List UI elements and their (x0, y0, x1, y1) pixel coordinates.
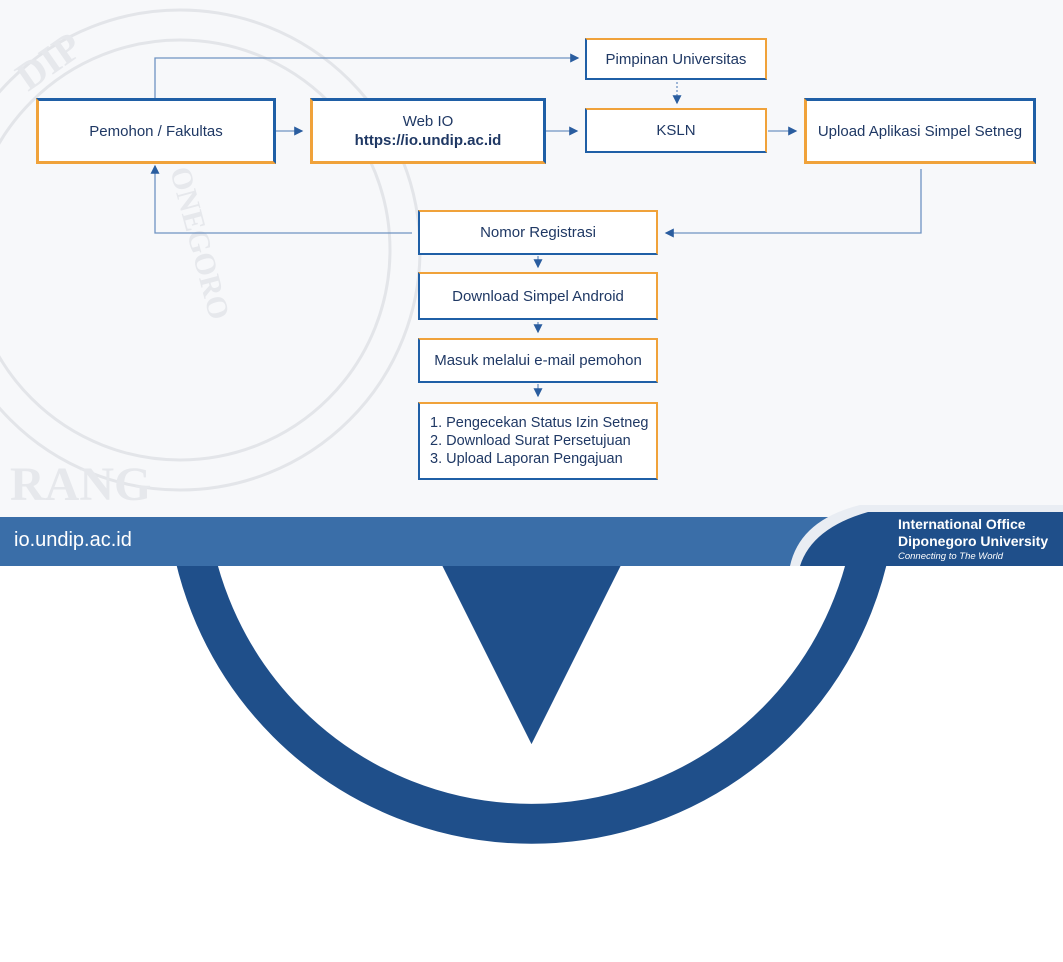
footer-org-line1: International Office (898, 516, 1026, 532)
node-steps: 1. Pengecekan Status Izin Setneg 2. Down… (418, 402, 658, 480)
step-item: 2. Download Surat Persetujuan (430, 433, 631, 449)
node-ksln: KSLN (585, 108, 767, 153)
node-masuk-email: Masuk melalui e-mail pemohon (418, 338, 658, 383)
node-upload-simpel-label: Upload Aplikasi Simpel Setneg (817, 122, 1023, 140)
footer-url: io.undip.ac.id (14, 529, 132, 551)
footer-brand-shape (790, 505, 1063, 566)
node-download-android: Download Simpel Android (418, 272, 658, 320)
node-web-io-url: https://io.undip.ac.id (354, 132, 502, 149)
node-download-android-label: Download Simpel Android (452, 287, 624, 305)
flow-connectors (150, 53, 922, 398)
node-pemohon: Pemohon / Fakultas (36, 98, 277, 164)
node-web-io: Web IO https://io.undip.ac.id (310, 98, 546, 164)
node-web-io-title: Web IO (402, 113, 454, 130)
node-ksln-label: KSLN (656, 122, 696, 139)
step-item: 1. Pengecekan Status Izin Setneg (430, 415, 649, 431)
footer-org-line2: Diponegoro University (898, 533, 1049, 549)
step-item: 3. Upload Laporan Pengajuan (430, 451, 623, 467)
node-masuk-email-label: Masuk melalui e-mail pemohon (434, 352, 642, 369)
footer-tagline: Connecting to The World (898, 551, 1004, 562)
node-pimpinan-label: Pimpinan Universitas (605, 50, 747, 68)
watermark-text-bottom: RANG (10, 458, 151, 511)
node-pimpinan: Pimpinan Universitas (585, 38, 767, 80)
arrow-pemohon-to-pimpinan (154, 53, 580, 98)
university-seal-watermark: DIP ONEGORO RANG (0, 8, 422, 511)
arrow-upload-to-nomor (664, 169, 922, 238)
node-upload-simpel: Upload Aplikasi Simpel Setneg (804, 98, 1037, 164)
arrow-nomor-to-pemohon (150, 164, 412, 234)
node-nomor-registrasi: Nomor Registrasi (418, 210, 658, 255)
steps-list: 1. Pengecekan Status Izin Setneg 2. Down… (430, 414, 648, 468)
node-nomor-registrasi-label: Nomor Registrasi (480, 224, 596, 241)
node-pemohon-label: Pemohon / Fakultas (89, 122, 223, 140)
